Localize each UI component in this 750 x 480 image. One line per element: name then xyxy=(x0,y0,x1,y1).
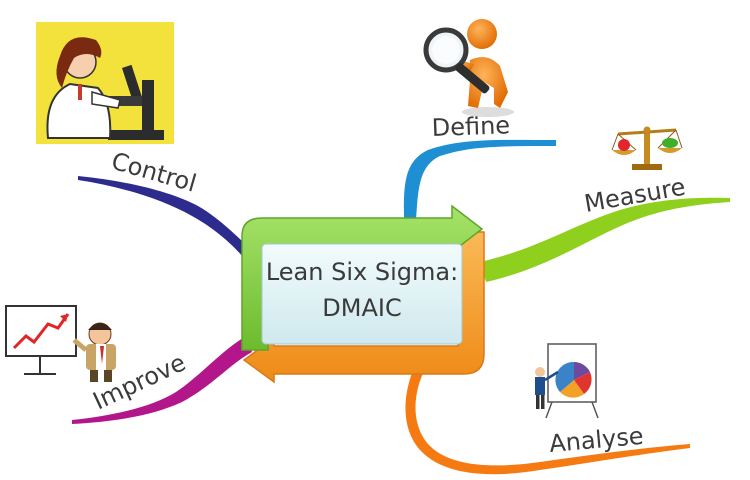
center-box xyxy=(261,243,463,345)
branch-improve xyxy=(72,336,252,424)
balance-scale-icon xyxy=(611,126,683,170)
presentation-pie-chart-icon xyxy=(535,343,599,419)
magnifier-figure-icon xyxy=(423,19,514,117)
center-title-line2: DMAIC xyxy=(322,294,401,322)
branch-define xyxy=(403,139,556,222)
branch-measure xyxy=(480,197,730,282)
presenter-trend-chart-icon xyxy=(5,305,116,382)
cycle-arrows: Lean Six Sigma: DMAIC xyxy=(241,204,485,384)
scientist-microscope-icon xyxy=(36,22,174,144)
center-title-line1: Lean Six Sigma: xyxy=(266,258,458,286)
